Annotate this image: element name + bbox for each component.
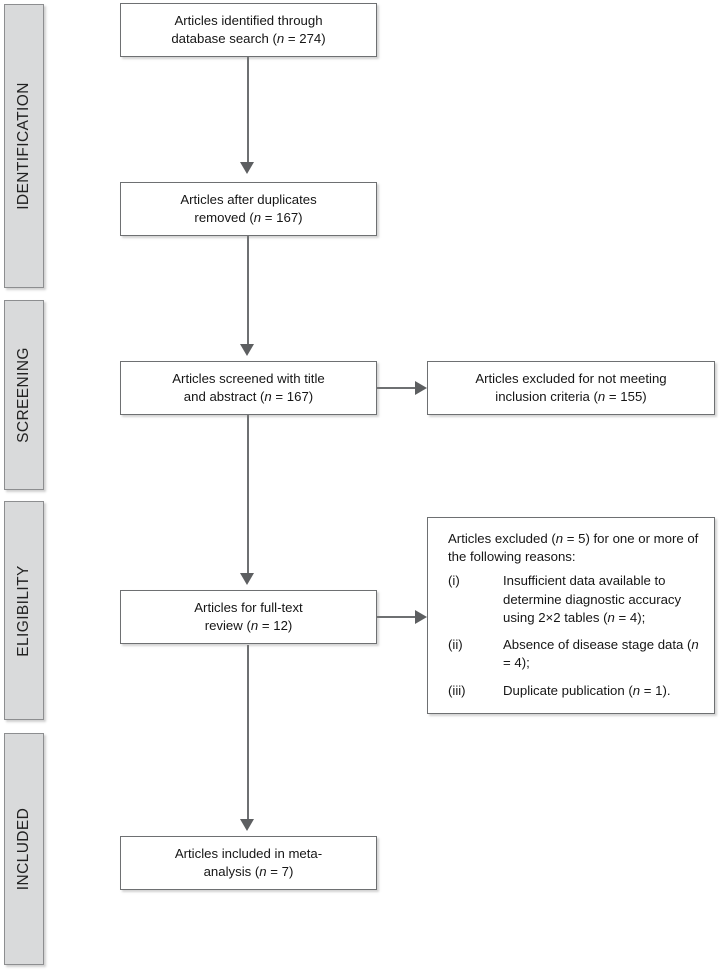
reason-marker-2: (ii) bbox=[448, 637, 463, 653]
excluded-reasons-intro-post: = 5) for one or more of the following re… bbox=[448, 531, 699, 565]
box-excluded-screening-line1: Articles excluded for not meeting bbox=[475, 371, 667, 387]
excluded-reasons-intro-pre: Articles excluded ( bbox=[448, 531, 556, 546]
italic-n-reason-1: n bbox=[607, 609, 615, 625]
box-fulltext-review: Articles for full-text review (n = 12) bbox=[120, 590, 377, 644]
box-articles-screened-line1: Articles screened with title bbox=[172, 371, 325, 387]
stage-bar-eligibility: ELIGIBILITY bbox=[4, 501, 44, 720]
arrowhead-down-included bbox=[240, 819, 254, 831]
box-excluded-screening-line2-pre: inclusion criteria ( bbox=[495, 389, 598, 404]
box-excluded-screening: Articles excluded for not meeting inclus… bbox=[427, 361, 715, 415]
reason-text-3: Duplicate publication (n = 1). bbox=[503, 682, 699, 700]
box-included-meta-analysis: Articles included in meta- analysis (n =… bbox=[120, 836, 377, 890]
reason-marker-3: (iii) bbox=[448, 682, 466, 698]
box-articles-identified-line2-post: = 274) bbox=[284, 31, 326, 46]
connector-screened-to-fulltext bbox=[247, 415, 249, 575]
italic-n-identified: n bbox=[276, 31, 285, 46]
reason-text-3-post: = 1). bbox=[640, 682, 671, 698]
box-articles-screened-text: Articles screened with title and abstrac… bbox=[129, 370, 368, 406]
arrowhead-right-excluded bbox=[415, 380, 427, 395]
box-excluded-reasons: Articles excluded (n = 5) for one or mor… bbox=[427, 517, 715, 714]
box-articles-identified: Articles identified through database sea… bbox=[120, 3, 377, 57]
box-excluded-screening-line2-post: = 155) bbox=[605, 389, 647, 404]
box-duplicates-removed-line2-pre: removed ( bbox=[194, 210, 254, 225]
box-fulltext-review-line2-post: = 12) bbox=[258, 618, 293, 633]
box-included-meta-analysis-line2-pre: analysis ( bbox=[203, 864, 260, 879]
reason-text-1-post: = 4); bbox=[614, 609, 646, 625]
reason-list-item-2: (ii) Absence of disease stage data (n = … bbox=[448, 636, 704, 672]
arrowhead-right-reasons bbox=[415, 609, 427, 624]
stage-bar-included: INCLUDED bbox=[4, 733, 44, 965]
stage-label-eligibility: ELIGIBILITY bbox=[15, 564, 32, 657]
reason-list-item-1: (i) Insufficient data available to deter… bbox=[448, 572, 704, 627]
reason-marker-1: (i) bbox=[448, 573, 460, 589]
italic-n-screened: n bbox=[264, 389, 272, 404]
excluded-reasons-intro: Articles excluded (n = 5) for one or mor… bbox=[448, 530, 700, 566]
italic-n-reason-3: n bbox=[632, 682, 641, 698]
stage-bar-identification: IDENTIFICATION bbox=[4, 4, 44, 288]
reason-text-1-pre: Insufficient data available to determine… bbox=[503, 573, 682, 625]
connector-screened-to-excluded bbox=[377, 387, 418, 389]
italic-n-fulltext: n bbox=[250, 618, 259, 633]
connector-duplicates-to-screened bbox=[247, 236, 249, 346]
box-included-meta-analysis-line2-post: = 7) bbox=[266, 864, 294, 879]
arrowhead-down-duplicates bbox=[240, 162, 254, 174]
arrowhead-down-screened bbox=[240, 344, 254, 356]
connector-identified-to-duplicates bbox=[247, 56, 249, 164]
box-fulltext-review-line1: Articles for full-text bbox=[194, 600, 303, 616]
reason-text-2: Absence of disease stage data (n = 4); bbox=[503, 636, 699, 672]
box-articles-screened-line2-post: = 167) bbox=[271, 389, 314, 404]
box-excluded-screening-text: Articles excluded for not meeting inclus… bbox=[436, 370, 706, 406]
box-articles-screened: Articles screened with title and abstrac… bbox=[120, 361, 377, 415]
box-duplicates-removed-line1: Articles after duplicates bbox=[180, 192, 317, 208]
italic-n-reason-2: n bbox=[691, 637, 699, 653]
stage-label-screening: SCREENING bbox=[15, 347, 32, 443]
box-articles-screened-line2-pre: and abstract ( bbox=[183, 389, 265, 404]
italic-n-reasons-intro: n bbox=[555, 531, 564, 546]
italic-n-duplicates: n bbox=[253, 210, 262, 225]
reason-list-item-3: (iii) Duplicate publication (n = 1). bbox=[448, 682, 704, 700]
connector-fulltext-to-reasons bbox=[377, 616, 418, 618]
box-fulltext-review-line2-pre: review ( bbox=[204, 618, 251, 633]
box-fulltext-review-text: Articles for full-text review (n = 12) bbox=[129, 599, 368, 635]
box-duplicates-removed-text: Articles after duplicates removed (n = 1… bbox=[129, 191, 368, 227]
box-duplicates-removed-line2-post: = 167) bbox=[261, 210, 303, 225]
box-articles-identified-line2-pre: database search ( bbox=[171, 31, 277, 46]
italic-n-included: n bbox=[259, 864, 267, 879]
box-included-meta-analysis-text: Articles included in meta- analysis (n =… bbox=[129, 845, 368, 881]
reason-text-2-post: = 4); bbox=[503, 655, 530, 671]
reason-text-1: Insufficient data available to determine… bbox=[503, 572, 699, 627]
arrowhead-down-fulltext bbox=[240, 573, 254, 585]
reason-text-2-pre: Absence of disease stage data ( bbox=[503, 637, 692, 653]
italic-n-excluded-screening: n bbox=[597, 389, 606, 404]
reason-text-3-pre: Duplicate publication ( bbox=[503, 682, 633, 698]
box-articles-identified-text: Articles identified through database sea… bbox=[129, 12, 368, 48]
box-included-meta-analysis-line1: Articles included in meta- bbox=[174, 846, 323, 862]
box-duplicates-removed: Articles after duplicates removed (n = 1… bbox=[120, 182, 377, 236]
stage-bar-screening: SCREENING bbox=[4, 300, 44, 490]
stage-label-included: INCLUDED bbox=[15, 807, 32, 891]
stage-label-identification: IDENTIFICATION bbox=[15, 82, 32, 210]
box-articles-identified-line1: Articles identified through bbox=[174, 13, 323, 29]
connector-fulltext-to-included bbox=[247, 645, 249, 821]
